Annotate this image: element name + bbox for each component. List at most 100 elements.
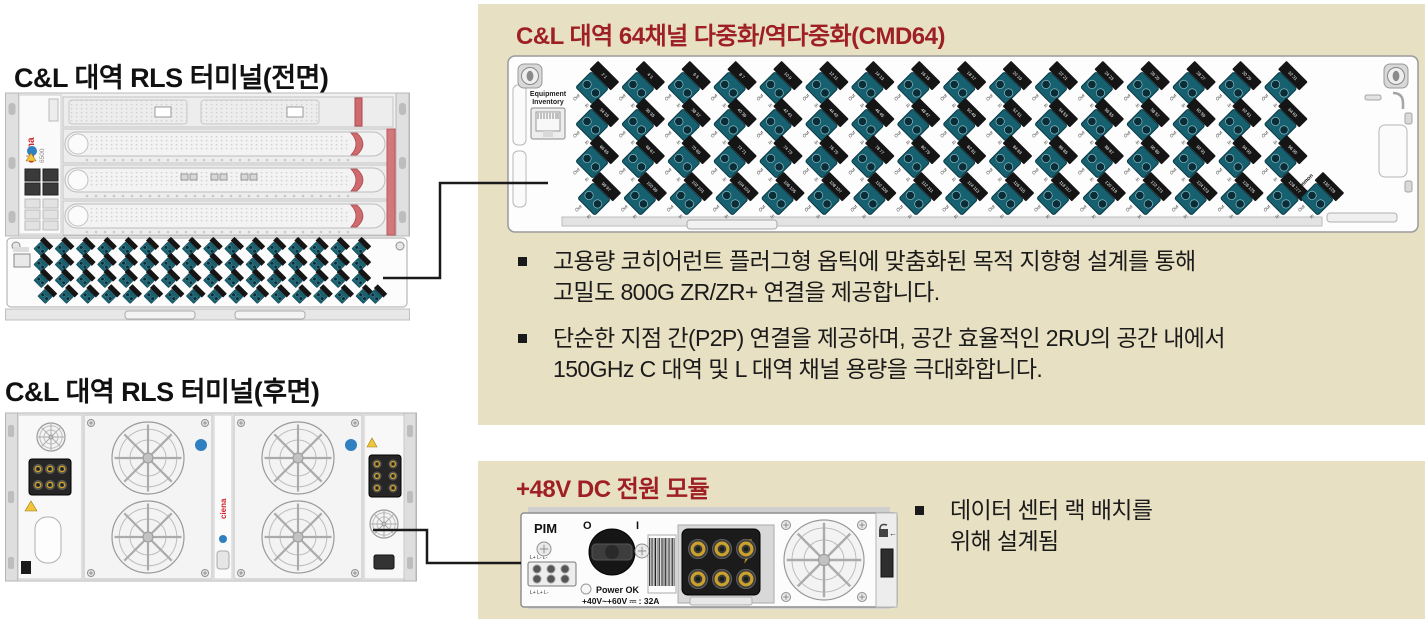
svg-text:In: In — [951, 102, 958, 109]
svg-text:86 85: 86 85 — [1058, 144, 1070, 156]
power-ok-led — [580, 583, 592, 595]
svg-text:In: In — [1226, 176, 1233, 183]
svg-text:Out: Out — [987, 203, 996, 212]
svg-text:In: In — [813, 102, 820, 109]
power-ok-label: Power OK — [596, 585, 640, 595]
svg-text:Out: Out — [1123, 166, 1132, 175]
svg-text:In: In — [769, 213, 776, 220]
svg-text:Out: Out — [1031, 166, 1040, 175]
handle — [34, 516, 62, 564]
svg-text:2 1: 2 1 — [600, 72, 608, 80]
svg-text:Out: Out — [895, 203, 904, 212]
svg-text:Out: Out — [1031, 92, 1040, 101]
svg-text:44 43: 44 43 — [828, 107, 840, 119]
svg-text:Out: Out — [1123, 129, 1132, 138]
svg-text:Out: Out — [939, 92, 948, 101]
svg-text:Out: Out — [756, 166, 765, 175]
svg-text:In: In — [1180, 139, 1187, 146]
svg-text:94 93: 94 93 — [1241, 144, 1253, 156]
svg-text:Out: Out — [801, 166, 810, 175]
svg-text:6 5: 6 5 — [692, 72, 700, 80]
svg-text:56 55: 56 55 — [1104, 107, 1116, 119]
svg-text:In: In — [813, 139, 820, 146]
model-label: 6500 — [39, 148, 46, 163]
svg-text:In: In — [1091, 213, 1098, 220]
svg-text:Out: Out — [1262, 203, 1271, 212]
svg-text:Out: Out — [756, 92, 765, 101]
svg-text:Out: Out — [1079, 203, 1088, 212]
svg-text:In: In — [1045, 213, 1052, 220]
shelf-processor-column: ciena 6500 — [18, 94, 62, 235]
terminal-block: L+ L- L- L+ L+ L- — [527, 555, 577, 596]
svg-text:In: In — [997, 176, 1004, 183]
lock-release: ← — [875, 512, 898, 608]
power-bullet-list: 데이터 센터 랙 배치를 위해 설계됨 — [915, 495, 1395, 572]
svg-text:Out: Out — [664, 166, 673, 175]
svg-text:Out: Out — [1260, 92, 1269, 101]
svg-text:Out: Out — [1169, 129, 1178, 138]
svg-text:In: In — [813, 176, 820, 183]
svg-text:In: In — [1043, 102, 1050, 109]
bullet-text: 고용량 코히어런트 플러그형 옵틱에 맞춤화된 목적 지향형 설계를 통해 고밀… — [553, 248, 1196, 305]
right-latch-strip — [386, 128, 396, 236]
svg-text:Out: Out — [620, 203, 629, 212]
svg-text:70 69: 70 69 — [691, 144, 703, 156]
svg-text:Out: Out — [939, 166, 948, 175]
svg-text:In: In — [721, 139, 728, 146]
svg-text:In: In — [1089, 139, 1096, 146]
svg-text:In: In — [1089, 176, 1096, 183]
svg-text:In: In — [1228, 213, 1235, 220]
power-module-image: PIM O I L+ L- L- L+ L+ L- Power OK +40V~… — [520, 507, 898, 609]
svg-text:In: In — [1136, 213, 1143, 220]
svg-text:32 31: 32 31 — [1287, 70, 1299, 82]
svg-text:Out: Out — [1077, 92, 1086, 101]
svg-text:10 9: 10 9 — [783, 71, 793, 81]
svg-text:72 71: 72 71 — [736, 144, 748, 156]
svg-text:Out: Out — [1260, 166, 1269, 175]
svg-text:Out: Out — [1031, 129, 1040, 138]
svg-text:Out: Out — [1169, 166, 1178, 175]
cmd64-bullet-list: 고용량 코히어런트 플러그형 옵틱에 맞춤화된 목적 지향형 설계를 통해 고밀… — [518, 246, 1398, 400]
svg-text:Equipment: Equipment — [530, 91, 567, 98]
svg-text:In: In — [1043, 139, 1050, 146]
card-slots — [62, 128, 394, 236]
svg-text:In: In — [675, 139, 682, 146]
bullet-text: 데이터 센터 랙 배치를 위해 설계됨 — [950, 497, 1153, 554]
svg-text:In: In — [584, 176, 591, 183]
svg-text:Out: Out — [941, 203, 950, 212]
svg-text:8 7: 8 7 — [738, 72, 746, 80]
svg-text:In: In — [859, 102, 866, 109]
svg-text:12 11: 12 11 — [828, 70, 839, 81]
svg-text:In: In — [905, 102, 912, 109]
svg-text:84 83: 84 83 — [1012, 144, 1024, 156]
info-icon — [195, 439, 207, 451]
svg-text:L+ L- L-: L+ L- L- — [530, 555, 548, 561]
svg-text:In: In — [1272, 139, 1279, 146]
svg-text:In: In — [905, 176, 912, 183]
cmd64-mini-panel — [6, 236, 408, 308]
svg-text:92 91: 92 91 — [1195, 144, 1207, 156]
svg-text:In: In — [630, 176, 637, 183]
svg-text:Out: Out — [1033, 203, 1042, 212]
rear-view-title: C&L 대역 RLS 터미널(후면) — [5, 377, 320, 407]
svg-text:Out: Out — [1077, 166, 1086, 175]
svg-text:80 79: 80 79 — [920, 144, 932, 156]
svg-text:20 19: 20 19 — [1012, 70, 1024, 82]
svg-text:In: In — [1089, 102, 1096, 109]
ciena-logo: ciena — [219, 498, 228, 519]
svg-text:Out: Out — [712, 203, 721, 212]
svg-text:34 33: 34 33 — [599, 107, 611, 119]
svg-text:Out: Out — [1217, 203, 1226, 212]
svg-text:Inventory: Inventory — [532, 99, 564, 106]
svg-text:76 75: 76 75 — [828, 144, 840, 156]
rear-power-module-right — [363, 414, 405, 580]
info-icon — [345, 439, 357, 451]
cmd64-title: C&L 대역 64채널 다중화/역다중화(CMD64) — [516, 23, 945, 50]
svg-text:In: In — [677, 213, 684, 220]
cmd64-panel: C&L 대역 64채널 다중화/역다중화(CMD64) Equipment In… — [478, 4, 1425, 425]
faceplate-right-details — [1326, 91, 1413, 223]
svg-text:In: In — [907, 213, 914, 220]
svg-text:In: In — [815, 213, 822, 220]
filler-slot — [62, 96, 394, 128]
